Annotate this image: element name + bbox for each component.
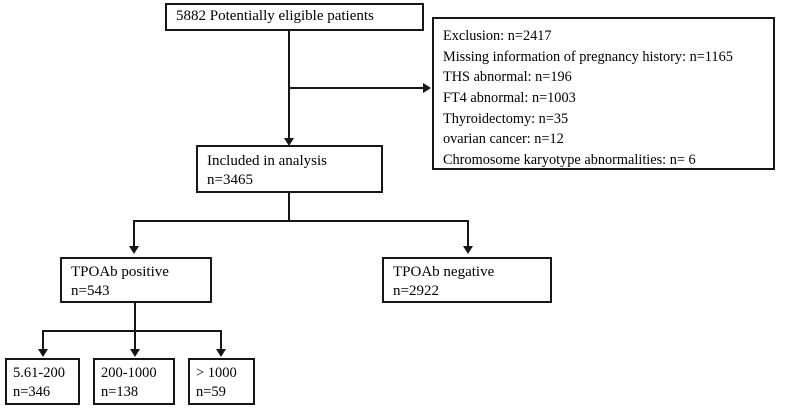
arrowhead-into-band-mid [130,349,140,357]
included-title: Included in analysis [207,153,327,169]
connector-split-to-band-mid [134,330,136,351]
connector-split-to-tpoab-negative [467,220,469,248]
band-mid-count: n=138 [101,383,139,400]
node-tpoab-band-mid: 200-1000 n=138 [93,358,175,405]
connector-tpoab-positive-to-split [134,303,136,332]
node-tpoab-positive: TPOAb positive n=543 [60,257,212,303]
eligible-label: 5882 Potentially eligible patients [176,8,374,24]
arrowhead-into-tpoab-negative [463,246,473,254]
connector-split-to-tpoab-positive [133,220,135,248]
tpoab-positive-count: n=543 [71,283,110,300]
arrowhead-into-band-low [38,349,48,357]
band-low-count: n=346 [13,383,51,400]
node-tpoab-negative: TPOAb negative n=2922 [382,257,552,303]
arrowhead-into-included [284,138,294,146]
tpoab-negative-title: TPOAb negative [393,264,495,280]
connector-to-exclusion [288,87,424,89]
node-tpoab-band-low: 5.61-200 n=346 [5,358,80,405]
exclusion-line-thyroidectomy: Thyroidectomy: n=35 [443,110,569,127]
arrowhead-into-band-high [216,349,226,357]
connector-split-to-band-low [42,330,44,351]
included-count: n=3465 [207,172,253,189]
band-mid-title: 200-1000 [101,365,157,381]
connector-included-to-split [288,193,290,222]
split-bar-bands [42,330,222,332]
tpoab-negative-count: n=2922 [393,283,439,300]
tpoab-positive-title: TPOAb positive [71,264,169,280]
band-high-title: > 1000 [196,365,237,381]
node-potentially-eligible: 5882 Potentially eligible patients [165,3,424,31]
arrowhead-into-tpoab-positive [129,246,139,254]
exclusion-line-ft4-abnormal: FT4 abnormal: n=1003 [443,89,576,106]
connector-eligible-to-included [288,31,290,142]
split-bar-tpoab [133,220,469,222]
band-high-count: n=59 [196,383,226,400]
node-exclusion: Exclusion: n=2417 Missing information of… [432,17,775,170]
node-included-in-analysis: Included in analysis n=3465 [196,145,383,193]
exclusion-line-missing-pregnancy-history: Missing information of pregnancy history… [443,48,733,65]
arrowhead-into-exclusion [423,83,431,93]
exclusion-line-ths-abnormal: THS abnormal: n=196 [443,69,572,86]
exclusion-line-ovarian-cancer: ovarian cancer: n=12 [443,131,564,148]
connector-split-to-band-high [220,330,222,351]
exclusion-line-chromosome-karyotype: Chromosome karyotype abnormalities: n= 6 [443,151,696,168]
exclusion-line-total: Exclusion: n=2417 [443,28,552,44]
band-low-title: 5.61-200 [13,365,65,381]
node-tpoab-band-high: > 1000 n=59 [188,358,255,405]
